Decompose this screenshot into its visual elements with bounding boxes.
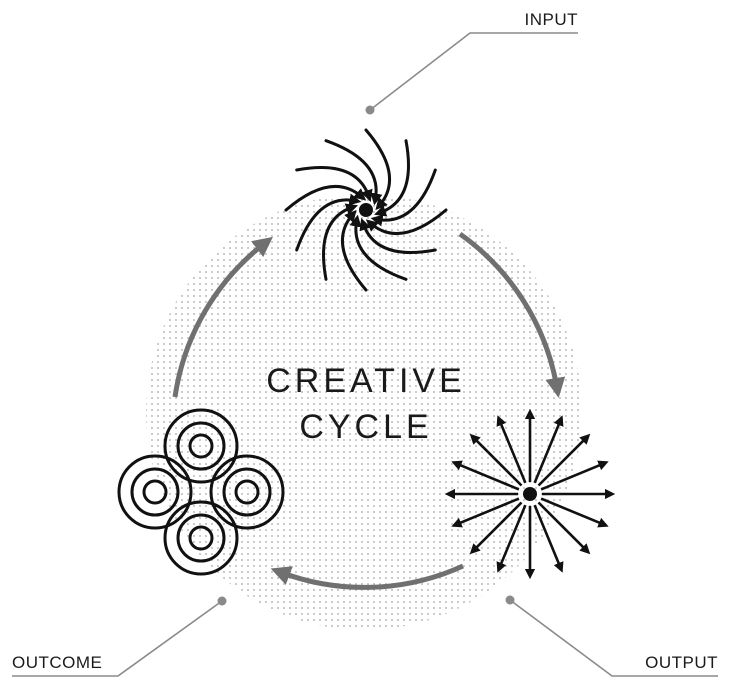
input-swirl-arrow: [370, 168, 437, 227]
output-burst-arrow: [496, 415, 527, 484]
leader-dot-outcome: [217, 596, 227, 606]
input-swirl-arrow: [324, 139, 383, 206]
leader-input: [369, 32, 578, 111]
leader-dot-output: [505, 595, 515, 605]
output-burst-arrow: [451, 497, 520, 528]
cycle-arrows: [172, 231, 566, 590]
input-swirl-icon: [284, 128, 448, 292]
leader-lines: [12, 32, 718, 677]
ring-right: [209, 454, 285, 530]
input-swirl-arrow: [295, 166, 373, 202]
output-burst-arrow: [533, 504, 564, 573]
leader-outcome: [12, 600, 223, 677]
input-swirl-arrow: [295, 193, 362, 252]
input-swirl-arrow: [364, 128, 392, 211]
label-input: INPUT: [525, 10, 579, 29]
input-swirl-arrow: [340, 209, 368, 292]
output-burst-arrow: [540, 497, 609, 528]
leader-dot-input: [365, 105, 375, 115]
output-burst-arrow: [537, 433, 591, 487]
arrow-output-to-outcome: [270, 563, 465, 590]
center-title-line1: CREATIVE: [266, 362, 466, 400]
label-output: OUTPUT: [645, 653, 718, 672]
output-burst-icon: [444, 408, 616, 580]
output-hub-dot: [523, 487, 537, 501]
input-swirl-arrow: [365, 208, 448, 236]
leader-output: [509, 599, 718, 677]
output-burst-arrow: [540, 460, 609, 491]
dotted-background-disc: [146, 194, 582, 630]
input-swirl-arrow: [359, 218, 437, 254]
input-swirl-arrow: [322, 203, 358, 281]
ring-bottom: [163, 500, 239, 576]
ring-top: [163, 408, 239, 484]
ring-left: [117, 454, 193, 530]
input-swirl-arrow: [374, 139, 410, 217]
label-outcome: OUTCOME: [12, 653, 102, 672]
output-burst-arrow: [451, 460, 520, 491]
output-burst-arrow: [533, 415, 564, 484]
input-hub-dot: [359, 203, 373, 217]
output-burst-arrow: [496, 504, 527, 573]
outcome-rings-icon: [117, 408, 285, 576]
center-title-line2: CYCLE: [299, 408, 432, 446]
output-burst-arrow: [537, 501, 591, 555]
output-burst-arrow: [469, 501, 523, 555]
input-swirl-arrow: [284, 184, 367, 212]
input-swirl-arrow: [349, 214, 408, 281]
arrow-input-to-output: [458, 231, 566, 398]
arrow-outcome-to-input: [172, 236, 273, 398]
output-burst-arrow: [469, 433, 523, 487]
